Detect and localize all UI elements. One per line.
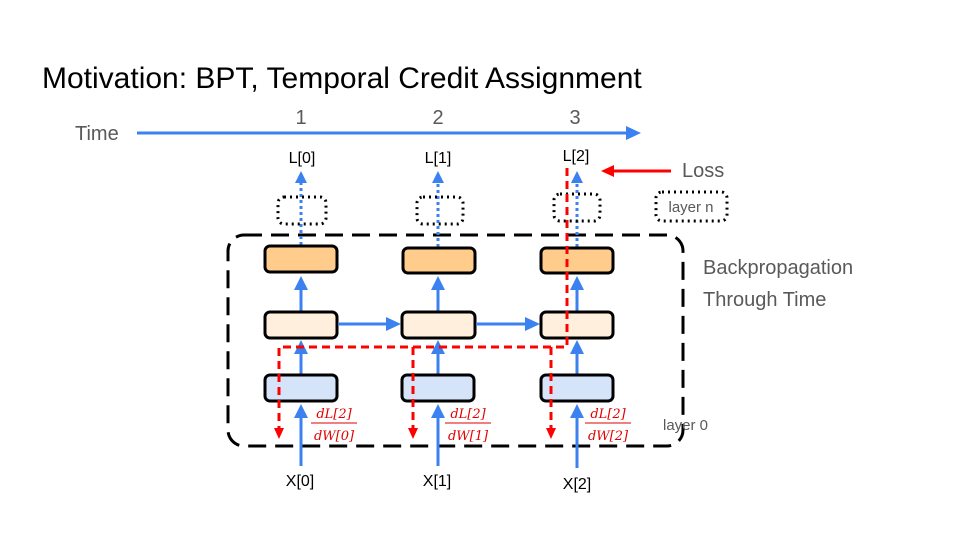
input-label-1: X[1] [423,473,451,490]
timestep-column-2: L[2] X[2] dL[2] dW[2] [539,148,631,493]
arrowhead-icon [274,428,284,439]
mid-layer-node-2 [539,310,615,340]
timestep-column-0: L[0] X[0] dL[2] dW[0] [263,150,357,490]
slide-title: Motivation: BPT, Temporal Credit Assignm… [42,62,642,95]
loss-annotation: Loss [682,160,724,182]
gradient-numerator-1: dL[2] [450,407,486,422]
input-label-0: X[0] [286,473,314,490]
bottom-layer-node-2 [539,373,615,403]
layer-0-label: layer 0 [663,417,708,434]
arrowhead-icon [601,165,614,177]
arrowhead-icon [294,404,308,418]
arrowhead-icon [546,428,556,439]
layer-n-box-0 [276,195,328,226]
time-axis-arrowhead-icon [626,126,641,140]
gradient-numerator-2: dL[2] [590,407,626,422]
loss-label-2: L[2] [563,148,590,165]
arrowhead-icon [570,276,584,290]
backprop-main-path [277,168,569,430]
gradient-denominator-1: dW[1] [448,429,489,444]
arrowhead-icon [294,276,308,290]
time-axis-label: Time [75,123,119,145]
bptt-region-box [226,233,685,448]
mid-layer-node-1 [400,310,477,340]
time-tick-2: 2 [432,107,443,129]
top-layer-node-0 [263,244,339,274]
arrowhead-icon [570,340,584,354]
arrowhead-icon [431,340,445,354]
arrowhead-icon [525,317,540,331]
top-layer-node-1 [401,246,477,275]
arrowhead-icon [432,171,444,183]
bottom-layer-node-1 [400,373,476,403]
arrowhead-icon [431,404,445,418]
arrowhead-icon [386,317,401,331]
input-label-2: X[2] [563,476,591,493]
loss-label-1: L[1] [425,150,452,167]
loss-label-0: L[0] [289,150,316,167]
gradient-numerator-0: dL[2] [316,407,352,422]
time-tick-3: 3 [569,107,580,129]
gradient-denominator-0: dW[0] [314,429,355,444]
arrowhead-icon [570,404,584,418]
arrowhead-icon [431,276,445,290]
gradient-denominator-2: dW[2] [588,429,629,444]
mid-layer-node-0 [263,310,339,340]
arrowhead-icon [295,171,307,183]
timestep-column-1: L[1] X[1] dL[2] dW[1] [400,150,491,490]
backprop-gradient-path [274,168,569,439]
layer-n-box-2 [552,192,602,223]
arrowhead-icon [408,428,418,439]
bptt-label-line2: Through Time [703,289,826,311]
arrowhead-icon [571,171,583,183]
top-layer-node-2 [539,246,615,275]
bottom-layer-node-0 [263,373,339,403]
time-tick-1: 1 [295,107,306,129]
layer-n-label: layer n [668,199,713,216]
bptt-label-line1: Backpropagation [703,257,853,279]
layer-n-box-1 [415,195,465,226]
